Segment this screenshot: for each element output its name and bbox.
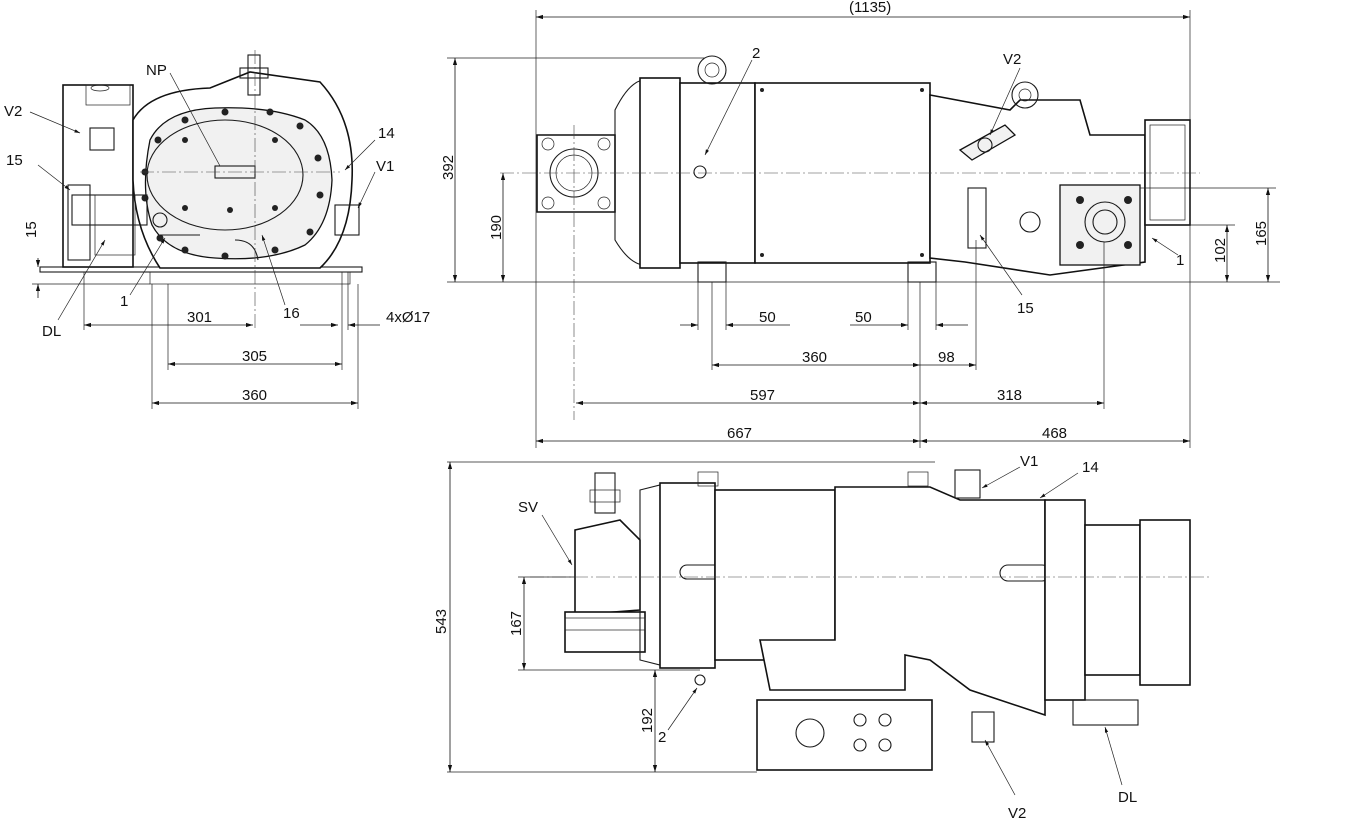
dim-468: 468 <box>1042 425 1067 442</box>
front-label-15: 15 <box>1017 300 1034 317</box>
top-label-v2: V2 <box>1008 805 1026 822</box>
dim-190: 190 <box>488 215 505 240</box>
side-box-cap <box>85 84 131 106</box>
top-oil-drain <box>1072 699 1139 726</box>
top-label-dl: DL <box>1118 789 1137 806</box>
dim-305: 305 <box>242 348 267 365</box>
dim-543: 543 <box>433 609 450 634</box>
dim-392: 392 <box>440 155 457 180</box>
sv-body <box>574 519 641 616</box>
front-label-2: 2 <box>752 45 760 62</box>
suction-flange <box>536 134 616 213</box>
side-box <box>62 84 134 268</box>
valve-15 <box>967 187 987 249</box>
oil-filter <box>94 194 136 256</box>
front-label-v2: V2 <box>1003 51 1021 68</box>
top-nozzle <box>247 54 261 96</box>
side-label-dl: DL <box>42 323 61 340</box>
top-discharge <box>1084 524 1141 676</box>
dim-165: 165 <box>1253 221 1270 246</box>
dim-597: 597 <box>750 387 775 404</box>
top-motor-flange <box>659 482 716 669</box>
top-compressor-end <box>1044 499 1086 701</box>
dim-98: 98 <box>938 349 955 366</box>
side-label-15: 15 <box>6 152 23 169</box>
base-foot <box>149 271 351 285</box>
dim-360-side: 360 <box>242 387 267 404</box>
top-motor-left <box>714 489 836 661</box>
dim-301: 301 <box>187 309 212 326</box>
side-label-v1: V1 <box>376 158 394 175</box>
sv-flange <box>564 611 646 653</box>
side-label-14: 14 <box>378 125 395 142</box>
front-view: (1135) 2 V2 1 15 392 190 102 165 50 50 3… <box>440 0 1280 448</box>
dim-holes: 4xØ17 <box>386 309 430 326</box>
side-box-port <box>90 84 110 92</box>
side-label-16: 16 <box>283 305 300 322</box>
top-label-v1: V1 <box>1020 453 1038 470</box>
dim-15: 15 <box>23 221 40 238</box>
side-view: V2 NP 15 14 V1 1 16 DL 15 301 305 360 4x… <box>4 50 430 409</box>
dim-318: 318 <box>997 387 1022 404</box>
top-valve-v1 <box>954 469 981 499</box>
dim-50-b: 50 <box>855 309 872 326</box>
dim-192: 192 <box>639 708 656 733</box>
lifting-eye-1 <box>697 55 727 85</box>
safety-valve <box>594 472 616 514</box>
top-label-14: 14 <box>1082 459 1099 476</box>
dim-360-front: 360 <box>802 349 827 366</box>
top-label-2: 2 <box>658 729 666 746</box>
side-bolts <box>141 108 324 260</box>
top-nozzle-flange <box>239 67 269 79</box>
top-label-sv: SV <box>518 499 538 516</box>
dim-167: 167 <box>508 611 525 636</box>
side-flange-oval <box>146 119 304 231</box>
top-valve-v2 <box>971 711 995 743</box>
front-label-1: 1 <box>1176 252 1184 269</box>
front-foot-2 <box>907 261 937 283</box>
dim-50-a: 50 <box>759 309 776 326</box>
valve-v1-body <box>334 204 360 236</box>
side-label-np: NP <box>146 62 167 79</box>
front-foot-1 <box>697 261 727 283</box>
top-view: V1 14 SV 2 V2 DL 543 167 192 <box>433 453 1210 822</box>
side-end-cover <box>144 107 333 260</box>
lifting-eye-2 <box>1011 81 1039 109</box>
side-pipes <box>160 234 259 261</box>
side-label-1: 1 <box>120 293 128 310</box>
dim-overall: (1135) <box>849 0 891 16</box>
dim-667: 667 <box>727 425 752 442</box>
top-motor-body <box>759 486 1046 717</box>
sight-glass <box>152 212 168 228</box>
junction-box <box>756 699 933 771</box>
valve-v2-body <box>89 127 115 151</box>
discharge-flange <box>1144 119 1191 226</box>
top-discharge-flange <box>1139 519 1191 686</box>
side-label-v2: V2 <box>4 103 22 120</box>
valve-15-body <box>67 184 91 261</box>
dim-102: 102 <box>1212 238 1229 263</box>
